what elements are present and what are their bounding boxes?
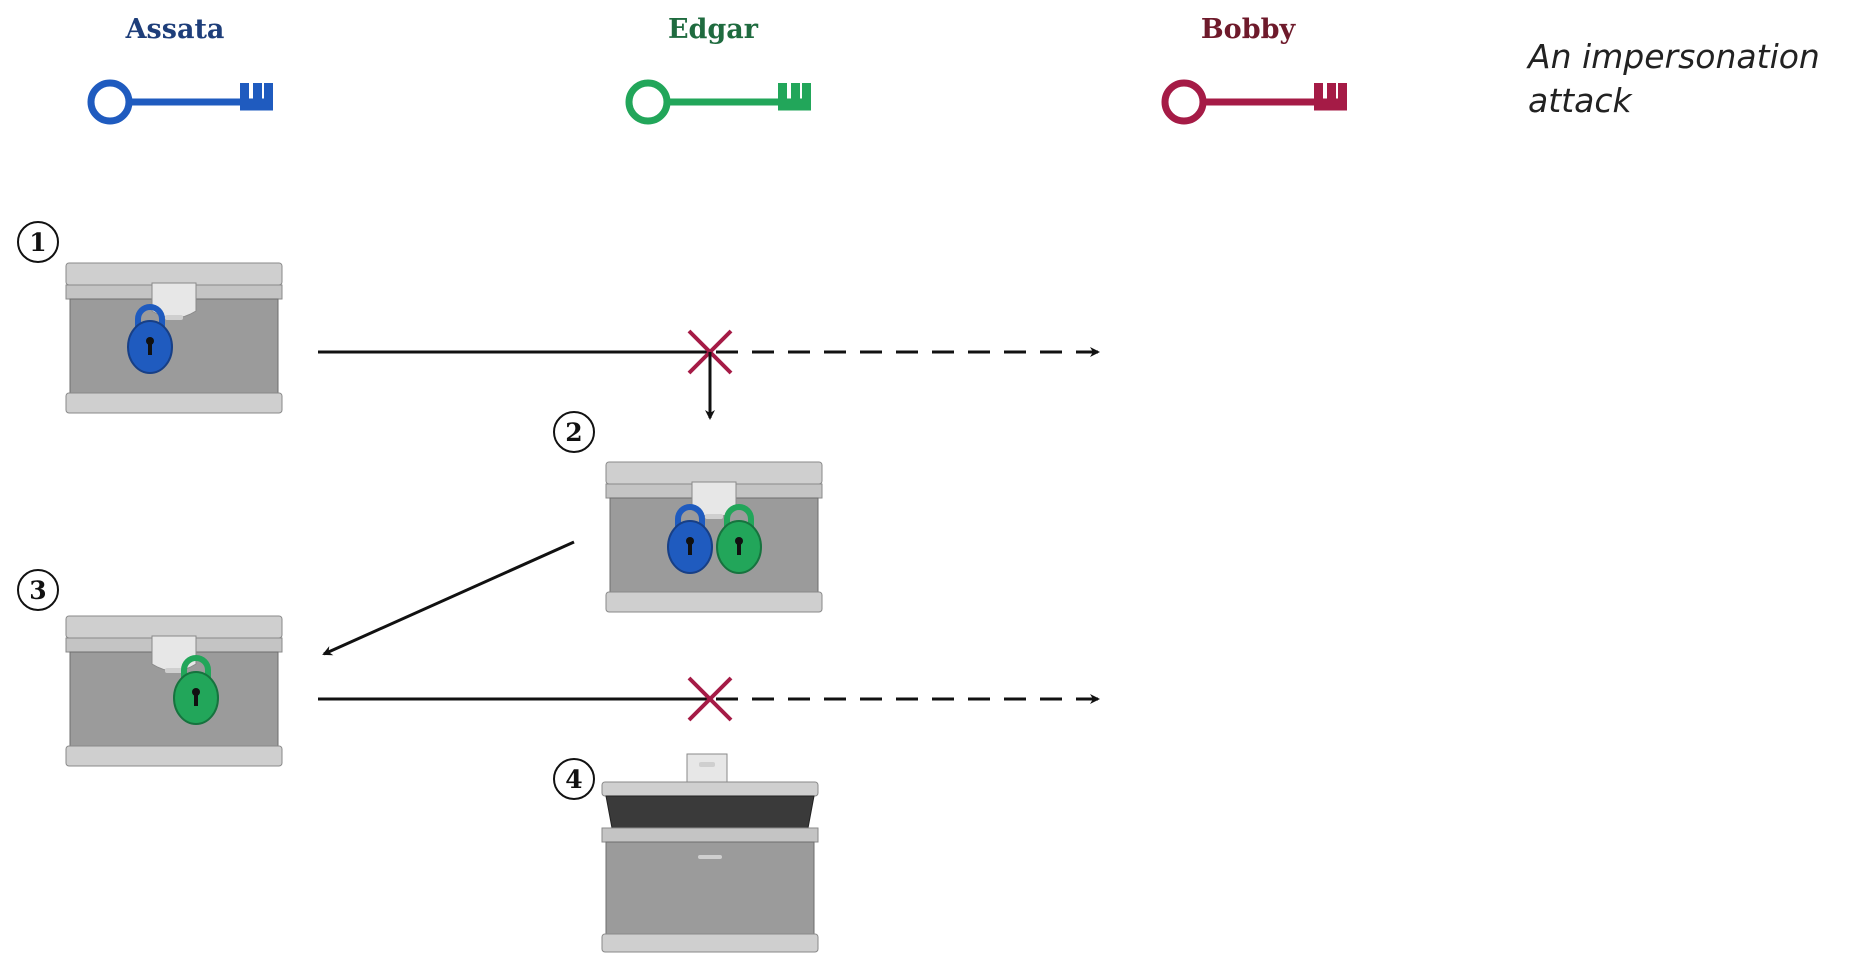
person-name-edgar: Edgar xyxy=(668,14,759,45)
step-number-3-text: 3 xyxy=(29,576,46,605)
step-number-2: 2 xyxy=(553,411,595,453)
key-icon xyxy=(1161,79,1347,125)
chest-icon xyxy=(65,615,283,767)
step-number-4-text: 4 xyxy=(565,765,582,794)
chest-icon xyxy=(605,461,823,613)
step-number-2-text: 2 xyxy=(565,418,582,447)
step-number-3: 3 xyxy=(17,569,59,611)
return-arrow xyxy=(322,540,575,656)
diagram-caption: An impersonation attack xyxy=(1526,37,1830,120)
open-chest-icon xyxy=(601,753,819,953)
chest-icon xyxy=(65,262,283,414)
key-icon xyxy=(87,79,273,125)
step-number-4: 4 xyxy=(553,758,595,800)
caption-line-2: attack xyxy=(1528,81,1633,120)
person-name-bobby: Bobby xyxy=(1201,14,1297,45)
intercept-x-icon xyxy=(687,676,733,722)
step-number-1: 1 xyxy=(17,221,59,263)
step-number-1-text: 1 xyxy=(29,228,46,257)
person-name-assata: Assata xyxy=(125,14,225,45)
key-icon xyxy=(625,79,811,125)
caption-line-1: An impersonation xyxy=(1526,37,1820,76)
